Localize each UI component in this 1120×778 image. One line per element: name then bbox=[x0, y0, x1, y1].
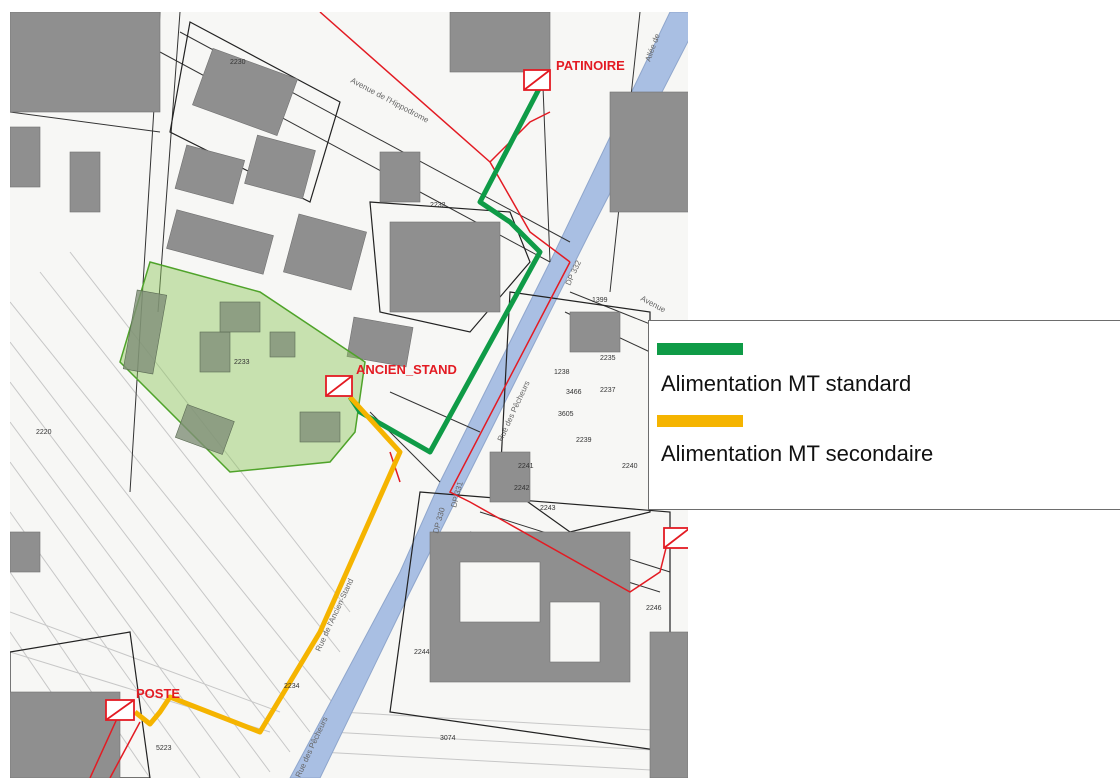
parcel-number: 2241 bbox=[518, 463, 534, 470]
parcel-number: 2244 bbox=[414, 649, 430, 656]
legend-label-standard: Alimentation MT standard bbox=[661, 371, 912, 396]
map-legend: Alimentation MT standard Alimentation MT… bbox=[648, 320, 1120, 510]
parcel-number: 3466 bbox=[566, 389, 582, 396]
legend-swatch-yellow bbox=[657, 415, 743, 427]
substation-label: ANCIEN_STAND bbox=[356, 362, 457, 377]
substation-label: PATINOIRE bbox=[556, 58, 625, 73]
substation-ancien-stand[interactable] bbox=[325, 375, 353, 397]
legend-item-secondary bbox=[657, 415, 743, 427]
river-channel bbox=[289, 12, 688, 778]
parcel-number: 1399 bbox=[592, 297, 608, 304]
substation-unlabeled[interactable] bbox=[663, 527, 688, 549]
parcel-buildings bbox=[122, 289, 341, 455]
substation-poste[interactable] bbox=[105, 699, 135, 721]
parcel-numbers: 2230 2232 2233 2220 2239 2235 2237 2240 … bbox=[36, 59, 662, 752]
parcel-number: 2243 bbox=[540, 505, 556, 512]
parcel-number: 2242 bbox=[514, 485, 530, 492]
map-canvas: PATINOIRE ANCIEN_STAND POSTE 2230 2232 2… bbox=[10, 12, 688, 778]
substation-label: POSTE bbox=[136, 686, 180, 701]
parcel-number: 2237 bbox=[600, 387, 616, 394]
legend-swatch-green bbox=[657, 343, 743, 355]
cadastral-map: PATINOIRE ANCIEN_STAND POSTE 2230 2232 2… bbox=[10, 12, 688, 778]
parcel-number: 2246 bbox=[646, 605, 662, 612]
street-name: Rue de l'Ancien-Stand bbox=[314, 577, 356, 653]
parcel-number: 2230 bbox=[230, 59, 246, 66]
substation-patinoire[interactable] bbox=[523, 69, 551, 91]
parcel-number: 2232 bbox=[430, 202, 446, 209]
legend-item-standard bbox=[657, 343, 743, 355]
parcel-number: 3074 bbox=[440, 735, 456, 742]
parcel-number: 2233 bbox=[234, 359, 250, 366]
railway-tracks bbox=[10, 251, 688, 778]
standard-supply-line bbox=[347, 85, 543, 455]
parcel-number: 2239 bbox=[576, 437, 592, 444]
building-courtyard bbox=[549, 601, 601, 663]
parcel-number: 2240 bbox=[622, 463, 638, 470]
parcel-number: 2220 bbox=[36, 429, 52, 436]
street-name: Avenue de l'Hippodrome bbox=[349, 76, 431, 125]
parcel-number: 2234 bbox=[284, 683, 300, 690]
building-courtyard bbox=[459, 561, 541, 623]
secondary-supply-line bbox=[133, 395, 403, 735]
parcel-number: 2235 bbox=[600, 355, 616, 362]
parcel-number: 1238 bbox=[554, 369, 570, 376]
parcel-number: 5223 bbox=[156, 745, 172, 752]
parcel-number: 3605 bbox=[558, 411, 574, 418]
legend-label-secondary: Alimentation MT secondaire bbox=[661, 441, 934, 466]
